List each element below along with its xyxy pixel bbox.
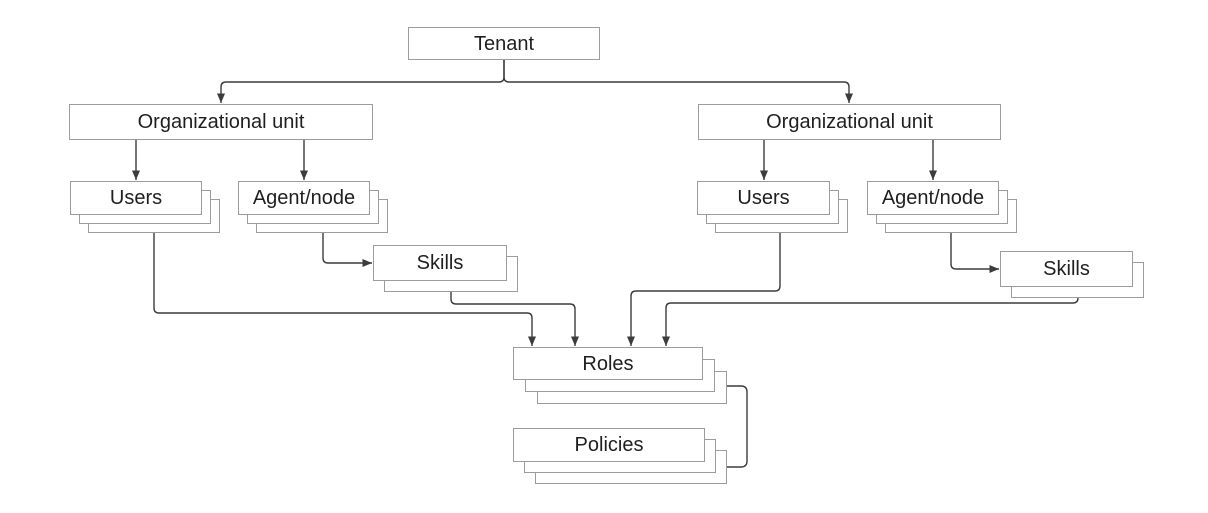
edge-users-right-roles (627, 233, 781, 346)
node-label: Policies (574, 434, 644, 456)
node-users-right-box: Users (697, 181, 830, 215)
node-agent-node-right: Agent/node (867, 181, 1017, 233)
edge-users-left-roles (153, 233, 536, 346)
node-skills-left-box: Skills (373, 245, 507, 281)
node-agent-node-left-box: Agent/node (238, 181, 370, 215)
edge-agent-right-skills-right (950, 233, 999, 273)
node-label: Roles (582, 352, 634, 375)
node-users-left-box: Users (70, 181, 202, 215)
node-roles: Roles (513, 347, 727, 404)
node-roles-box: Roles (513, 347, 703, 380)
node-label: Skills (416, 252, 464, 274)
edge-roles-policies (717, 385, 748, 471)
edge-skills-right-roles (662, 297, 1079, 346)
node-policies: Policies (513, 428, 727, 484)
node-skills-right-box: Skills (1000, 251, 1133, 287)
node-agent-node-right-box: Agent/node (867, 181, 999, 215)
node-label: Agent/node (252, 187, 356, 209)
node-agent-node-left: Agent/node (238, 181, 388, 233)
node-label: Users (737, 187, 790, 209)
node-skills-left: Skills (373, 245, 518, 292)
node-organizational-unit-right-box: Organizational unit (698, 104, 1001, 140)
node-users-left: Users (70, 181, 220, 233)
node-label: Agent/node (881, 187, 985, 209)
edge-tenant-ou-left (217, 60, 505, 103)
edge-agent-left-skills-left (322, 233, 372, 267)
node-label: Skills (1043, 258, 1090, 280)
edge-tenant-ou-right (503, 60, 853, 103)
node-label: Users (109, 187, 163, 209)
node-organizational-unit-right: Organizational unit (698, 104, 1001, 140)
node-users-right: Users (697, 181, 848, 233)
edge-skills-left-roles (450, 292, 579, 346)
node-skills-right: Skills (1000, 251, 1144, 298)
node-label: Organizational unit (137, 111, 305, 133)
node-organizational-unit-left-box: Organizational unit (69, 104, 373, 140)
node-tenant: Tenant (408, 27, 600, 60)
node-policies-box: Policies (513, 428, 705, 462)
node-label: Tenant (473, 32, 535, 55)
node-tenant-box: Tenant (408, 27, 600, 60)
node-organizational-unit-left: Organizational unit (69, 104, 373, 140)
node-label: Organizational unit (766, 111, 933, 133)
